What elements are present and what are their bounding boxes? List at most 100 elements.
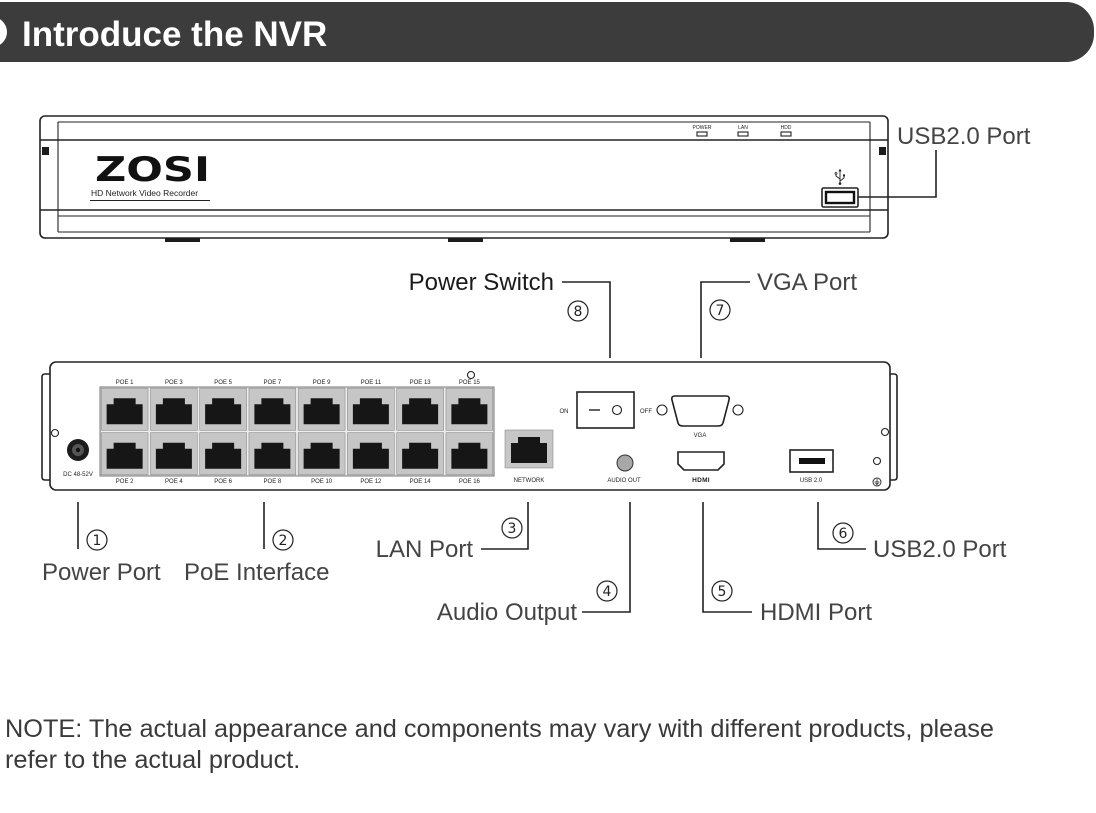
poe-port-16 — [445, 432, 494, 476]
callout-number-1: 1 — [86, 529, 108, 551]
leader-line — [700, 281, 750, 358]
model-caption: HD Network Video Recorder — [91, 188, 198, 198]
power-input-label: DC 48-52V — [63, 472, 93, 478]
poe-label-top: POE 5 — [214, 380, 232, 386]
poe-label-bottom: POE 8 — [264, 479, 282, 485]
rj45-jack-icon — [511, 437, 547, 463]
usb-icon — [834, 168, 845, 185]
right-ear-mark — [879, 147, 886, 155]
hdd-led — [780, 131, 792, 137]
callout-number-3: 3 — [501, 517, 523, 539]
poe-port-9 — [297, 387, 346, 431]
power-port: DC 48-52V — [63, 439, 93, 478]
poe-port-2 — [100, 432, 149, 476]
foot-left — [165, 238, 200, 242]
callout-vga-port: 7 VGA Port — [700, 269, 857, 358]
rj45-jack-icon — [155, 442, 192, 469]
svg-text:2: 2 — [279, 533, 288, 549]
front-panel-edges — [40, 139, 888, 211]
poe-port-5 — [199, 387, 247, 431]
svg-text:4: 4 — [603, 584, 612, 600]
callout-number-6: 6 — [832, 522, 854, 544]
svg-text:7: 7 — [716, 303, 725, 319]
audio-out-port: AUDIO OUT — [607, 454, 641, 484]
svg-text:3: 3 — [508, 521, 517, 537]
usb-label: USB 2.0 — [800, 478, 823, 484]
svg-text:5: 5 — [718, 584, 727, 600]
rj45-jack-icon — [106, 398, 143, 425]
leader-line — [858, 150, 937, 198]
poe-label-top: POE 9 — [313, 380, 331, 386]
callout-audio-output: 4 Audio Output — [437, 502, 631, 626]
poe-label-top: POE 13 — [410, 380, 432, 386]
hdd-indicator-label: HDD — [781, 125, 792, 131]
rj45-jack-icon — [303, 398, 340, 425]
callout-power-port: 1 Power Port — [42, 502, 161, 586]
lan-led — [737, 131, 749, 137]
hdmi-port: HDMI — [677, 451, 725, 484]
callout-number-5: 5 — [711, 580, 733, 602]
rj45-jack-icon — [303, 442, 340, 469]
callout-rear-usb-port: 6 USB2.0 Port — [817, 502, 1007, 563]
poe-label-bottom: POE 6 — [214, 479, 232, 485]
poe-port-12 — [347, 432, 395, 476]
callout-power-switch: 8 Power Switch — [409, 269, 611, 358]
audio-out-label: AUDIO OUT — [607, 478, 641, 484]
poe-port-13 — [396, 387, 444, 431]
right-screw-hole — [880, 427, 890, 437]
poe-port-7 — [248, 387, 297, 431]
poe-port-10 — [297, 432, 346, 476]
poe-port-15 — [445, 387, 494, 431]
note-line-2: refer to the actual product. — [5, 746, 300, 774]
poe-label-bottom: POE 14 — [410, 479, 432, 485]
vga-port: VGA — [656, 395, 744, 439]
power-port-label: Power Port — [42, 559, 161, 586]
svg-text:8: 8 — [574, 304, 583, 320]
poe-port-3 — [150, 387, 198, 431]
leader-line — [702, 502, 752, 613]
poe-port-8 — [248, 432, 297, 476]
rj45-jack-icon — [352, 398, 389, 425]
rj45-jack-icon — [352, 442, 389, 469]
poe-label-bottom: POE 12 — [360, 479, 382, 485]
hdmi-port-label: HDMI Port — [760, 599, 872, 626]
power-switch: ON OFF — [560, 391, 652, 429]
callout-number-7: 7 — [709, 299, 731, 321]
rj45-jack-icon — [205, 442, 242, 469]
poe-port-14 — [396, 432, 444, 476]
poe-label-top: POE 15 — [459, 380, 481, 386]
svg-text:6: 6 — [839, 526, 848, 542]
rear-right-ear — [890, 373, 898, 481]
page-title: Introduce the NVR — [22, 15, 327, 54]
rj45-jack-icon — [402, 442, 439, 469]
svg-text:1: 1 — [93, 533, 102, 549]
switch-on-label: ON — [560, 409, 569, 415]
front-usb-label: USB2.0 Port — [897, 123, 1031, 150]
header-bar — [0, 2, 1094, 62]
section-number-badge — [0, 19, 7, 45]
callout-lan-port: 3 LAN Port — [376, 502, 529, 563]
left-screw-hole — [50, 428, 60, 438]
front-frame-lines — [57, 121, 871, 233]
callout-number-2: 2 — [272, 529, 294, 551]
poe-label-bottom: POE 2 — [116, 479, 134, 485]
callout-poe-interface: 2 PoE Interface — [184, 502, 329, 586]
rj45-jack-icon — [106, 442, 143, 469]
callout-number-4: 4 — [596, 580, 618, 602]
front-usb-port — [821, 187, 859, 208]
switch-off-label: OFF — [640, 409, 652, 415]
switch-body — [576, 391, 635, 429]
poe-label-top: POE 7 — [264, 380, 282, 386]
nvr-front-view: POWER LAN HDD ZOSI HD Network Video Reco… — [39, 115, 1031, 242]
ground-icon — [872, 477, 882, 487]
poe-port-6 — [199, 432, 247, 476]
rj45-jack-icon — [254, 442, 291, 469]
leader-line — [562, 281, 611, 358]
poe-port-4 — [150, 432, 198, 476]
vga-port-label: VGA Port — [757, 269, 857, 296]
audio-output-label: Audio Output — [437, 599, 577, 626]
poe-port-1 — [100, 387, 149, 431]
rj45-jack-icon — [402, 398, 439, 425]
